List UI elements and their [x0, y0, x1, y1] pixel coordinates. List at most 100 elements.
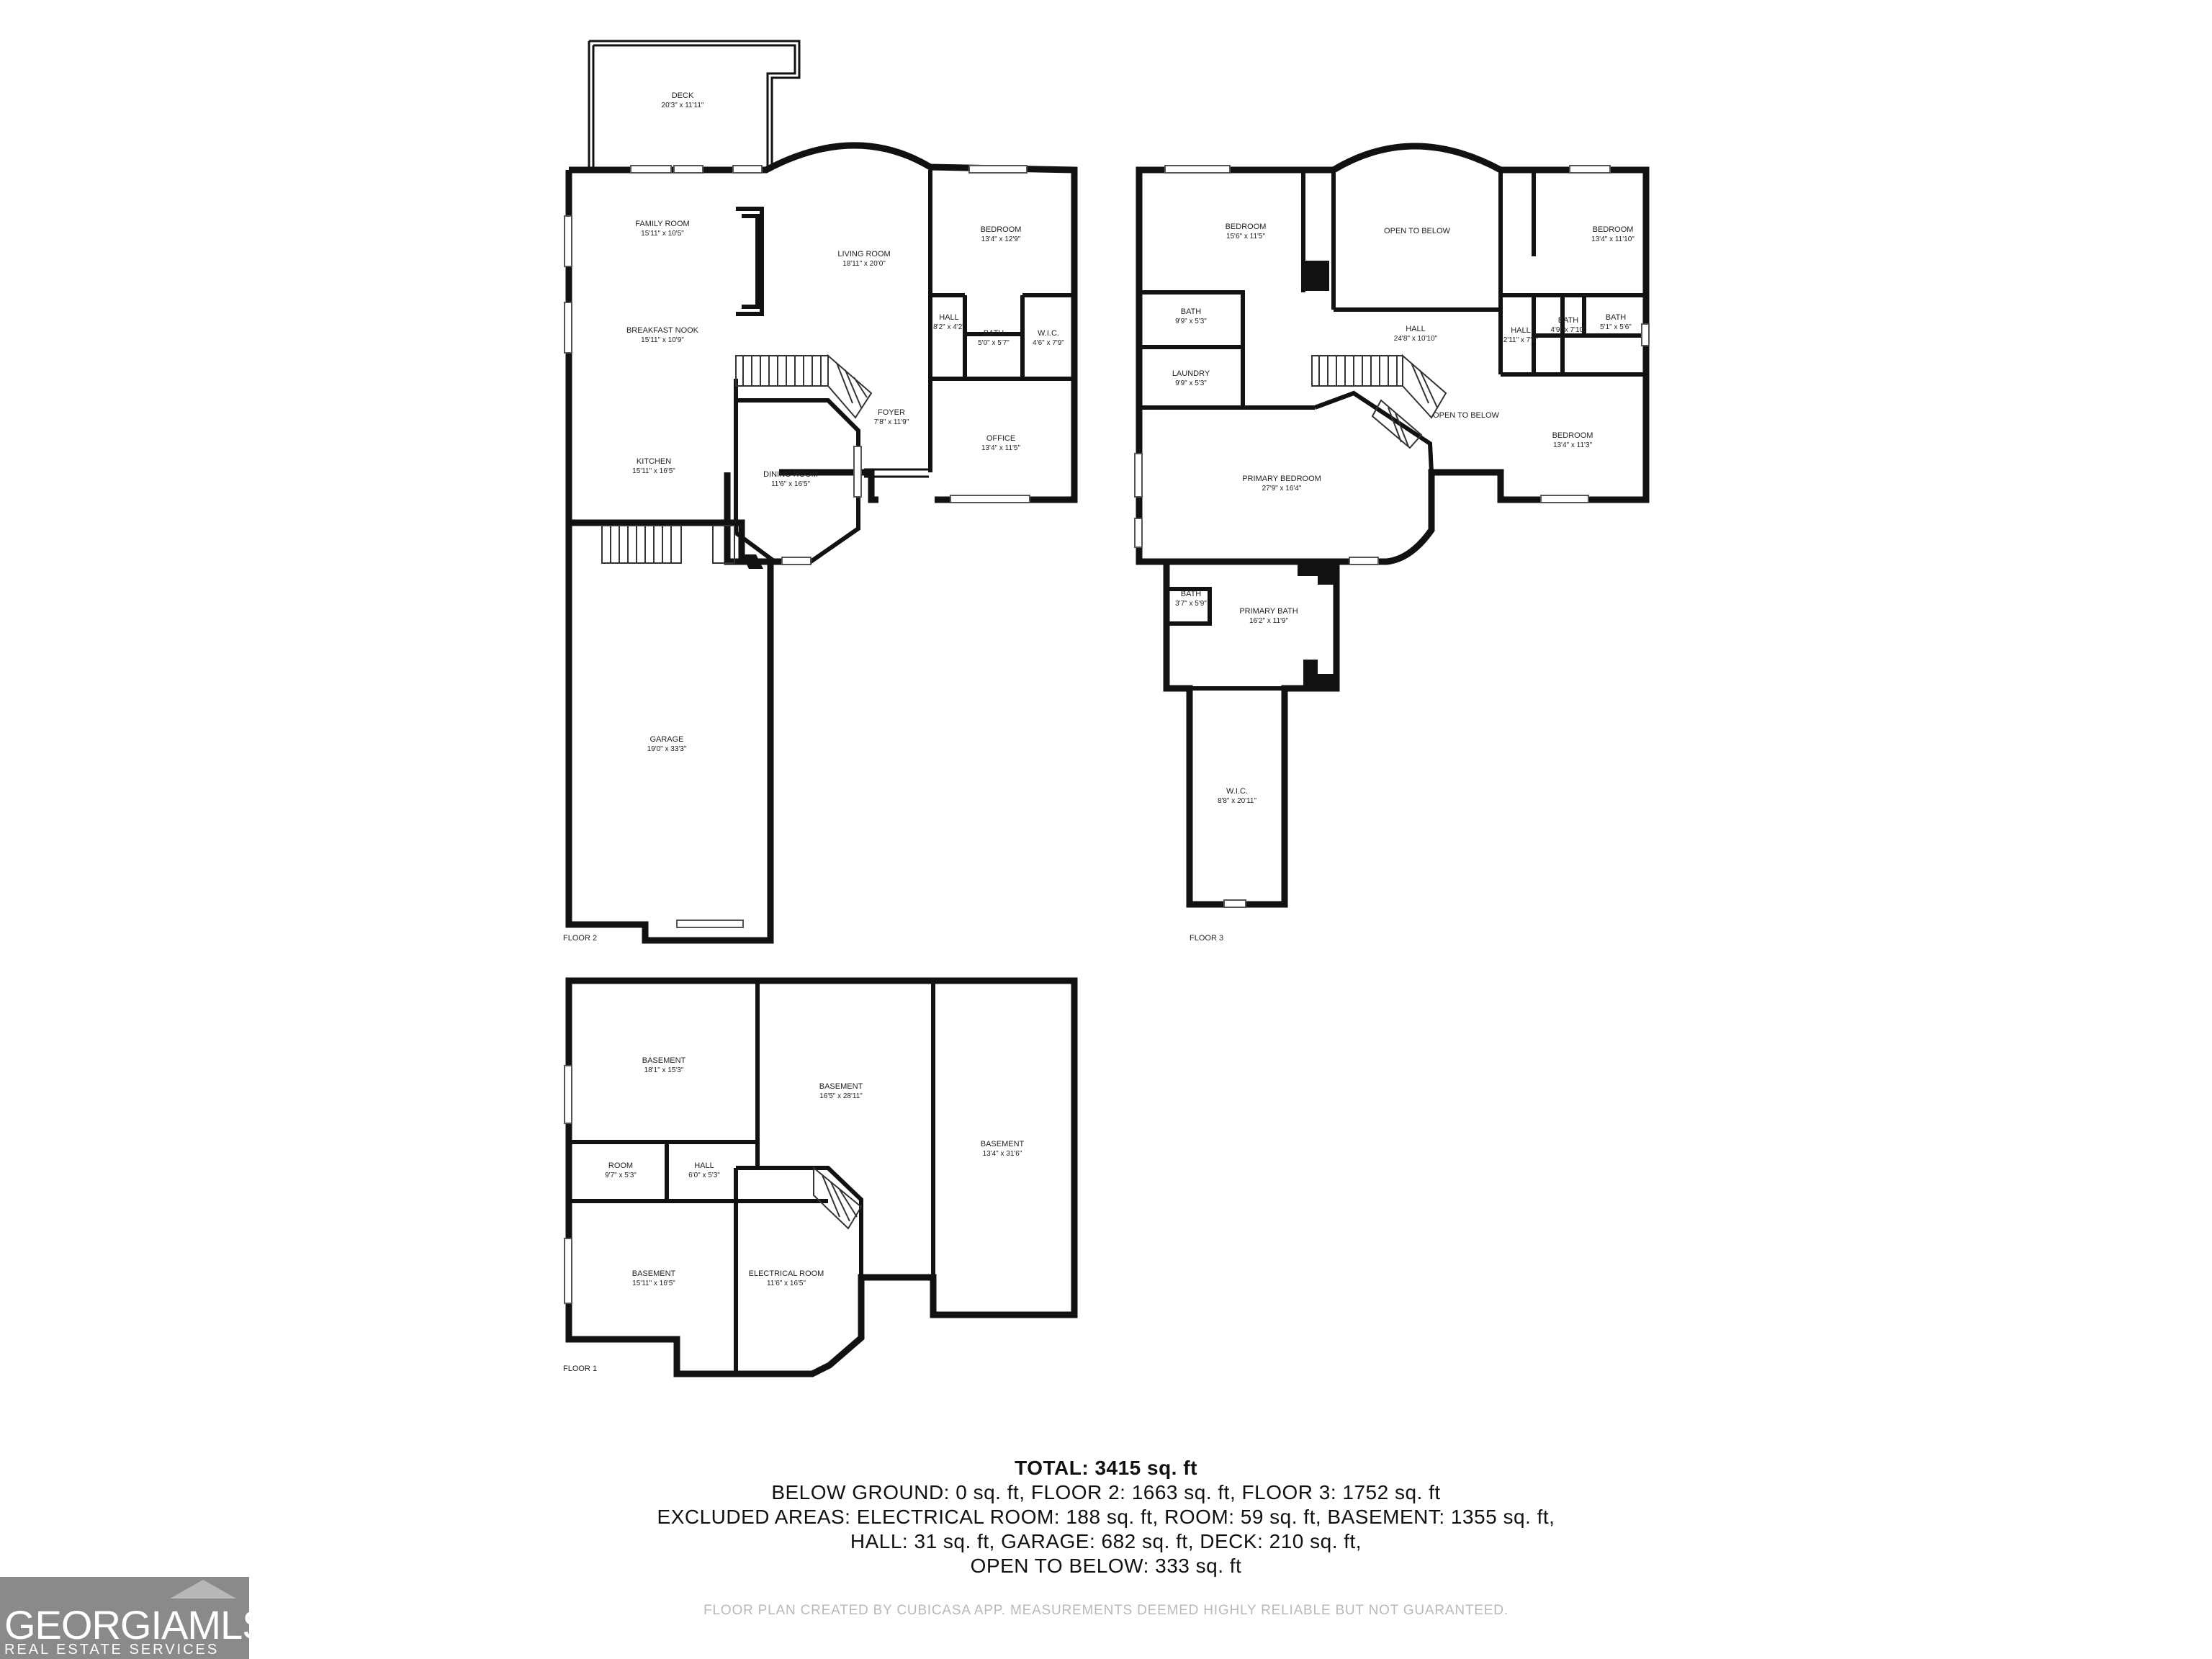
- room-dim-floor1-2: 13'4" x 31'6": [983, 1150, 1022, 1158]
- floor-2-stairs: [601, 354, 873, 564]
- room-name-floor2-12: GARAGE: [649, 735, 683, 744]
- room-dim-floor2-2: 18'11" x 20'0": [842, 260, 886, 268]
- room-name-floor2-6: BATH: [984, 329, 1004, 338]
- room-dim-floor3-5: 2'11" x 7'1": [1503, 336, 1539, 344]
- floor-label-floor2: FLOOR 2: [563, 934, 597, 943]
- room-name-floor1-5: BASEMENT: [632, 1269, 676, 1278]
- primary-bath-column-2: [1303, 660, 1336, 688]
- room-dim-floor2-7: 4'6" x 7'9": [1033, 339, 1064, 347]
- floor-3-plan: [1134, 143, 1650, 908]
- georgiamls-logo: GEORGIAMLS REAL ESTATE SERVICES: [0, 1577, 269, 1659]
- primary-bath-column-1: [1298, 562, 1336, 585]
- floor-1-plan: [564, 977, 1078, 1377]
- room-name-floor1-0: BASEMENT: [642, 1056, 686, 1065]
- room-name-floor2-8: FOYER: [878, 408, 905, 417]
- floor-label-floor1: FLOOR 1: [563, 1364, 597, 1373]
- corner-column: [742, 554, 763, 569]
- room-dim-floor2-3: 13'4" x 12'9": [981, 235, 1021, 243]
- floor-2-outer-wall: [565, 142, 1078, 944]
- room-name-floor2-4: BREAKFAST NOOK: [626, 326, 699, 335]
- room-name-floor3-0: BEDROOM: [1226, 222, 1267, 231]
- floor-1-outer-wall: [565, 977, 1078, 1377]
- deck-outline: [588, 40, 801, 170]
- logo-name: GEORGIAMLS: [4, 1602, 269, 1647]
- room-dim-floor2-4: 15'11" x 10'9": [641, 336, 684, 344]
- room-dim-floor3-7: 5'1" x 5'6": [1600, 323, 1632, 331]
- room-dim-floor3-11: 27'9" x 16'4": [1262, 485, 1302, 493]
- room-dim-floor2-12: 19'0" x 33'3": [647, 745, 687, 753]
- room-name-floor2-11: KITCHEN: [637, 457, 671, 466]
- floor-2-plan: [564, 40, 1078, 944]
- room-dim-floor2-0: 20'3" x 11'11": [662, 102, 704, 109]
- room-dim-floor3-6: 4'9" x 7'10": [1550, 326, 1586, 334]
- room-dim-floor3-2: 13'4" x 11'10": [1591, 235, 1635, 243]
- room-name-floor3-6: BATH: [1558, 316, 1579, 325]
- floor-2-windows: [564, 165, 1030, 565]
- chimney: [1305, 261, 1329, 291]
- room-dim-floor2-5: 8'2" x 4'2": [933, 323, 965, 331]
- room-dim-floor1-5: 15'11" x 16'5": [632, 1280, 675, 1287]
- room-name-floor2-7: W.I.C.: [1038, 329, 1059, 338]
- room-name-floor2-5: HALL: [939, 313, 959, 322]
- area-summary: TOTAL: 3415 sq. ft BELOW GROUND: 0 sq. f…: [504, 1456, 1708, 1578]
- logo-subtitle: REAL ESTATE SERVICES: [4, 1642, 220, 1658]
- floor-2-dining-walls: [734, 379, 860, 564]
- room-name-floor2-0: DECK: [672, 91, 694, 100]
- room-name-floor2-10: DINING ROOM: [763, 470, 818, 479]
- room-dim-floor1-0: 18'1" x 15'3": [644, 1066, 684, 1074]
- room-dim-floor3-10: 13'4" x 11'3": [1553, 441, 1593, 449]
- area-line-4: OPEN TO BELOW: 333 sq. ft: [970, 1555, 1242, 1577]
- room-name-floor1-4: HALL: [694, 1161, 714, 1170]
- floor-3-inner-walls: [1139, 170, 1646, 473]
- room-name-floor3-10: BEDROOM: [1552, 431, 1593, 440]
- floor-3-windows: [1134, 165, 1650, 908]
- room-name-floor3-1: OPEN TO BELOW: [1384, 227, 1451, 235]
- room-dim-floor3-12: 3'7" x 5'9": [1175, 600, 1207, 608]
- room-name-floor3-13: PRIMARY BATH: [1239, 607, 1298, 616]
- room-dim-floor3-13: 16'2" x 11'9": [1249, 617, 1289, 625]
- room-name-floor2-2: LIVING ROOM: [837, 250, 890, 258]
- room-name-floor3-7: BATH: [1606, 313, 1627, 322]
- room-dim-floor2-8: 7'8" x 11'9": [874, 418, 909, 426]
- room-name-floor2-3: BEDROOM: [981, 225, 1022, 234]
- disclaimer: FLOOR PLAN CREATED BY CUBICASA APP. MEAS…: [703, 1603, 1509, 1618]
- room-name-floor1-3: ROOM: [608, 1161, 633, 1170]
- floor-3-stairs: [1311, 354, 1447, 449]
- area-line-3: HALL: 31 sq. ft, GARAGE: 682 sq. ft, DEC…: [850, 1530, 1362, 1552]
- room-name-floor1-1: BASEMENT: [819, 1082, 863, 1091]
- room-name-floor3-12: BATH: [1181, 590, 1202, 598]
- floor-2-garage-wall: [569, 519, 774, 940]
- room-dim-floor3-0: 15'6" x 11'5": [1226, 233, 1266, 240]
- room-dim-floor2-9: 13'4" x 11'5": [981, 444, 1021, 452]
- room-dim-floor2-11: 15'11" x 16'5": [632, 467, 675, 475]
- room-dim-floor2-1: 15'11" x 10'5": [641, 230, 684, 238]
- deck-outline-inner: [592, 44, 796, 170]
- area-line-2: EXCLUDED AREAS: ELECTRICAL ROOM: 188 sq.…: [657, 1506, 1555, 1528]
- room-name-floor2-9: OFFICE: [986, 434, 1015, 443]
- room-name-floor1-2: BASEMENT: [981, 1140, 1025, 1148]
- logo-roof-icon: [170, 1580, 236, 1599]
- room-dim-floor3-14: 8'8" x 20'11": [1218, 797, 1257, 805]
- floor-2-bedroom-walls: [928, 170, 1074, 472]
- floor-1-stairs: [813, 1166, 863, 1230]
- room-dim-floor3-8: 9'9" x 5'3": [1175, 379, 1207, 387]
- floor-label-floor3: FLOOR 3: [1190, 934, 1223, 943]
- room-labels: DECK 20'3" x 11'11" FAMILY ROOM 15'11" x 10…: [605, 91, 1635, 1287]
- room-dim-floor3-3: 9'9" x 5'3": [1175, 318, 1207, 325]
- room-name-floor3-8: LAUNDRY: [1172, 369, 1210, 378]
- room-dim-floor1-4: 6'0" x 5'3": [688, 1172, 720, 1179]
- room-name-floor3-5: HALL: [1511, 326, 1531, 335]
- floor-1-inner-walls: [569, 981, 935, 1374]
- room-dim-floor3-4: 24'8" x 10'10": [1394, 335, 1438, 343]
- foyer-entry: [864, 468, 929, 478]
- room-name-floor3-11: PRIMARY BEDROOM: [1242, 475, 1321, 483]
- fireplace: [736, 207, 764, 316]
- room-name-floor3-4: HALL: [1406, 325, 1426, 333]
- garage-door: [676, 920, 744, 928]
- total-area: TOTAL: 3415 sq. ft: [1015, 1457, 1197, 1479]
- area-line-1: BELOW GROUND: 0 sq. ft, FLOOR 2: 1663 sq…: [771, 1481, 1441, 1503]
- room-name-floor2-1: FAMILY ROOM: [635, 220, 689, 228]
- room-name-floor3-2: BEDROOM: [1593, 225, 1634, 234]
- room-name-floor3-3: BATH: [1181, 307, 1202, 316]
